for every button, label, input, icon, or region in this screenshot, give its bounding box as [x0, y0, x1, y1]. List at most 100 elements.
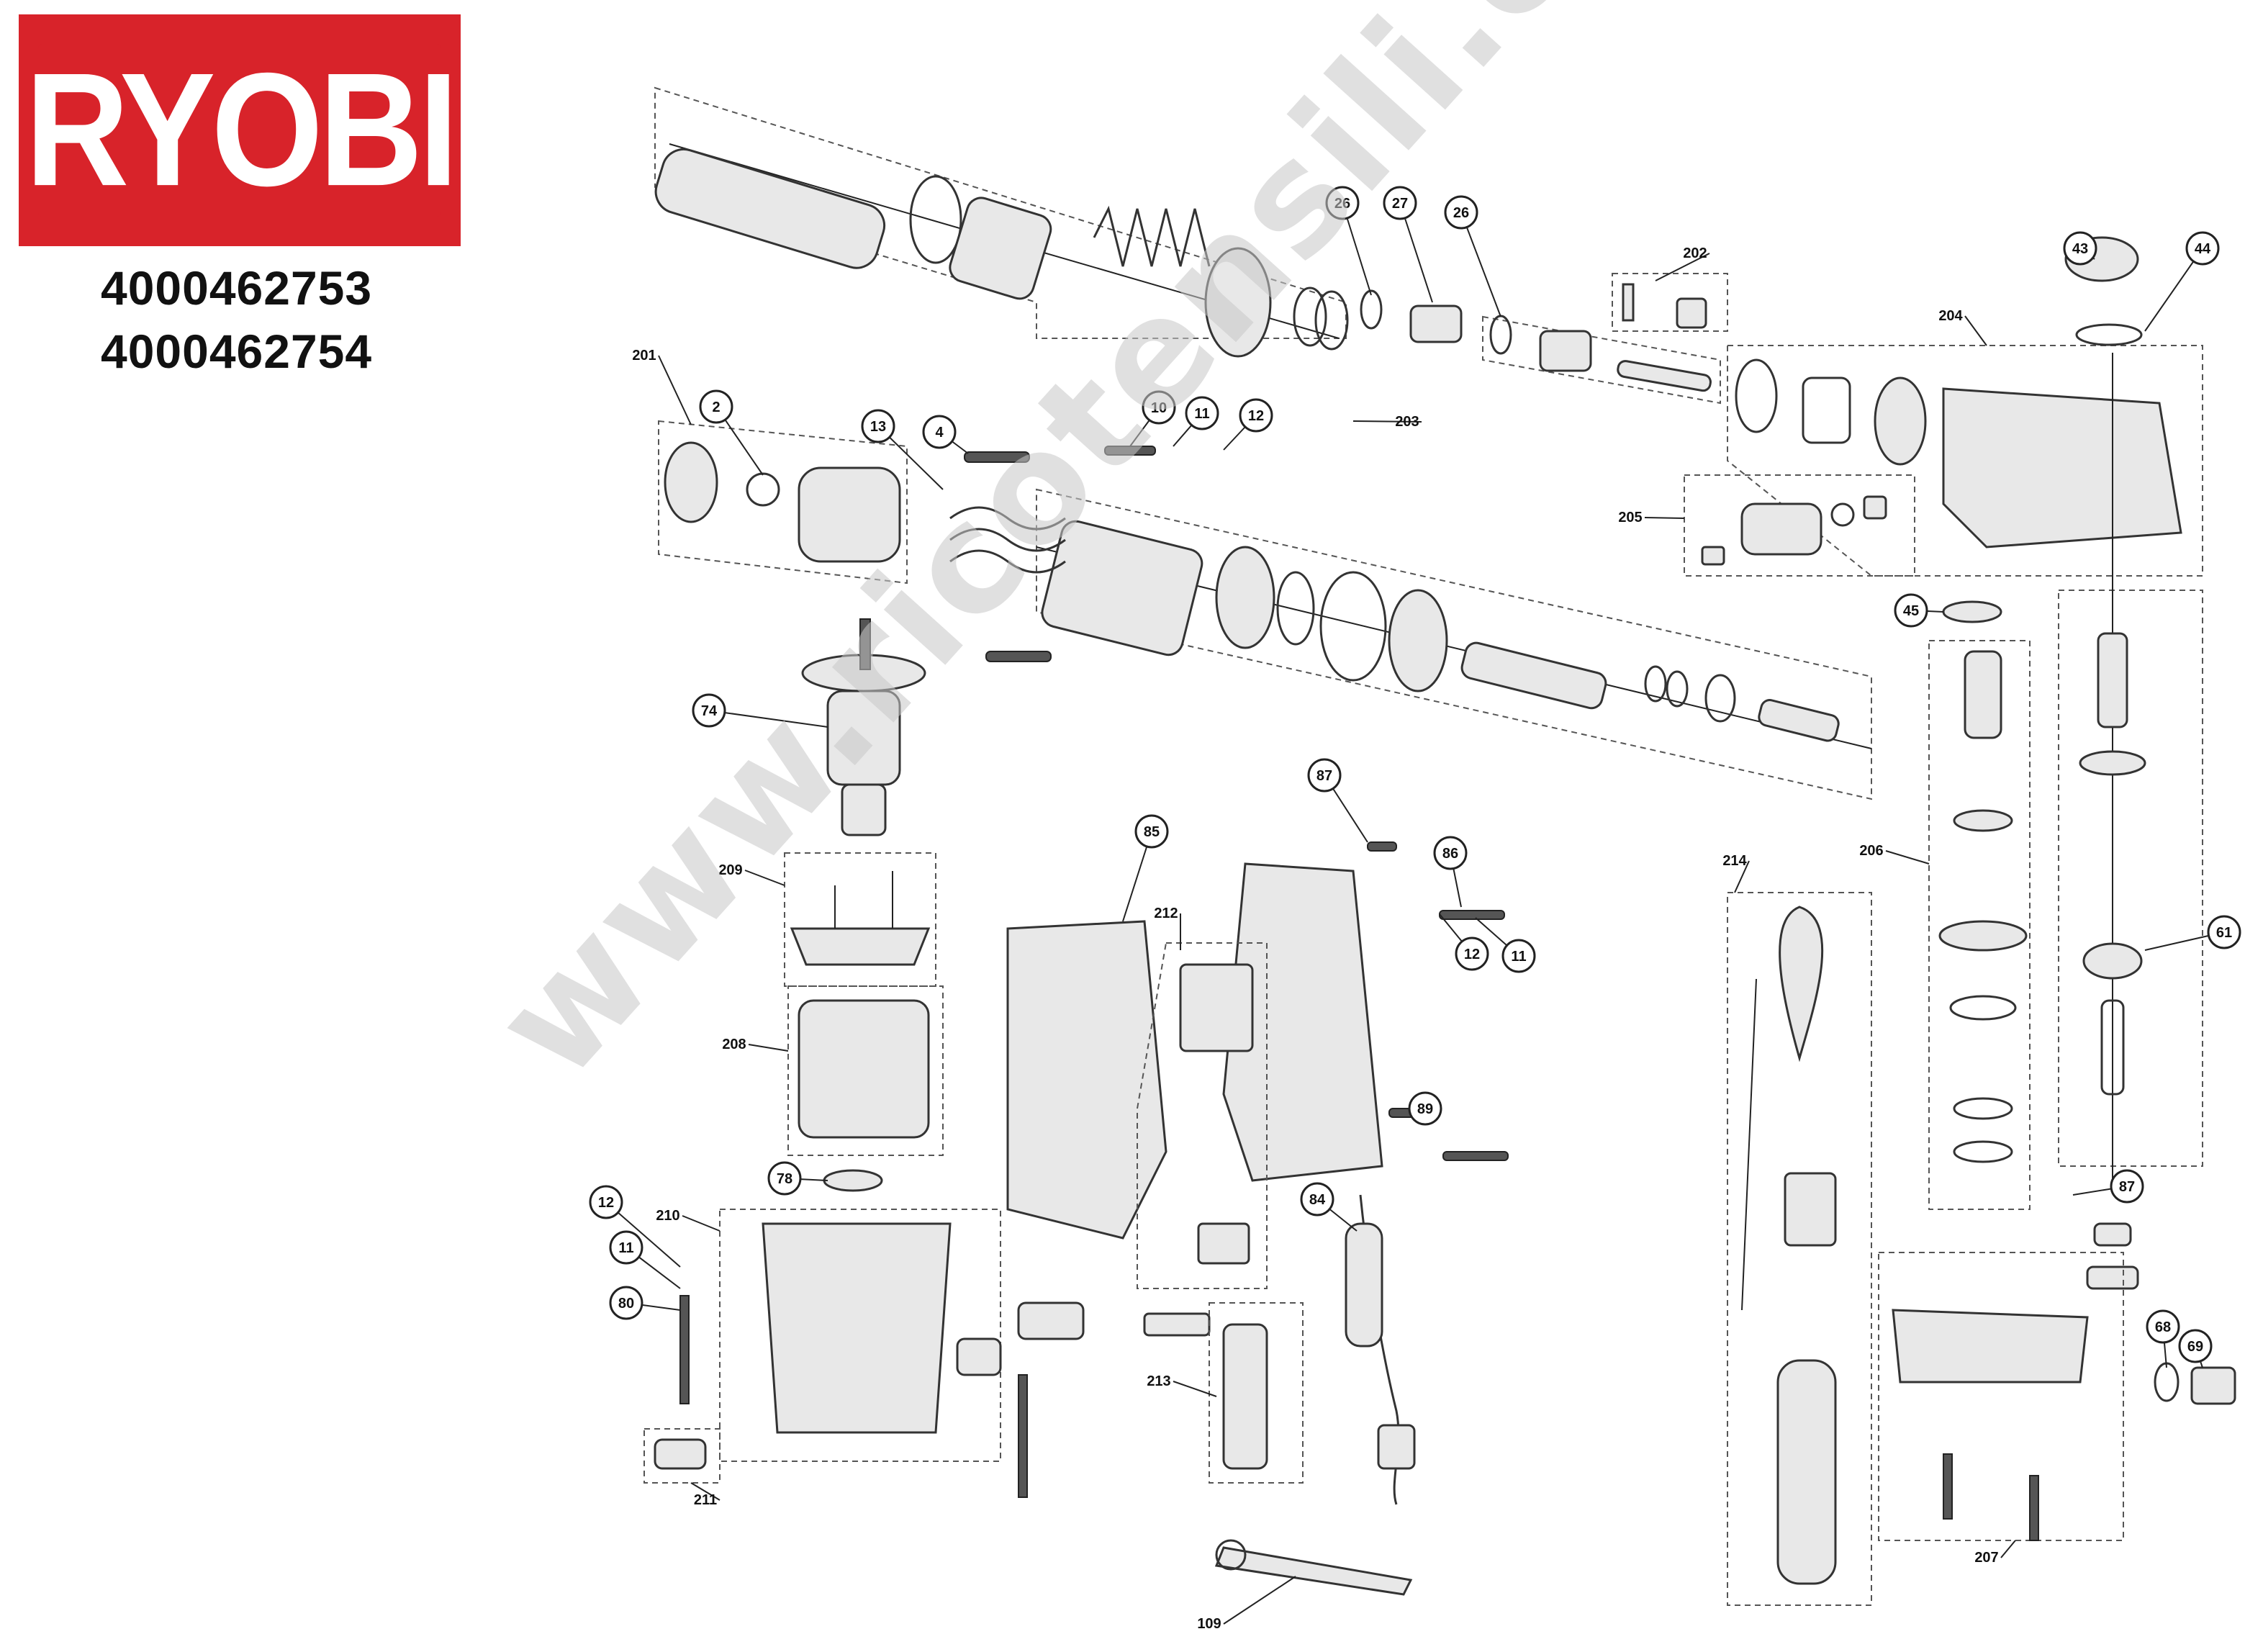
bearing-201	[664, 441, 718, 523]
callout-number: 69	[2187, 1339, 2203, 1355]
group-number: 109	[1197, 1616, 1221, 1632]
stator	[798, 999, 930, 1139]
o-ring-1	[909, 175, 962, 264]
ring-26a	[1360, 289, 1383, 330]
logo-text: RYOBI	[25, 40, 459, 220]
group-label-201: 201	[632, 348, 692, 425]
cylinder-tube	[654, 148, 886, 269]
mode-selector-knob	[1740, 502, 1822, 556]
group-number: 202	[1683, 245, 1707, 261]
sleeve	[949, 197, 1052, 300]
callout-number: 44	[2195, 241, 2211, 257]
callout-number: 87	[1316, 768, 1332, 784]
callout-number: 26	[1334, 196, 1350, 212]
cord-guard	[956, 1337, 1002, 1376]
callout-circle	[1894, 593, 1928, 628]
callout-circle	[1408, 1091, 1442, 1126]
left-handle-85	[1006, 920, 1167, 1240]
knob-spring	[1701, 546, 1725, 566]
group-label-layer: 2012022032042052062072082092102112122132…	[632, 245, 2016, 1632]
callout-number: 12	[598, 1195, 614, 1211]
group-leader	[1734, 860, 1750, 893]
piston	[1539, 330, 1592, 372]
group-label-206: 206	[1859, 843, 1930, 865]
group-label-211: 211	[690, 1482, 721, 1508]
group-leader	[1223, 1576, 1296, 1625]
callout-85: 85	[1122, 814, 1169, 922]
ring	[1319, 571, 1387, 682]
group-208-outline	[787, 985, 944, 1156]
group-leader	[1352, 420, 1422, 423]
model-number-2: 4000462754	[101, 325, 373, 378]
bearing-shaft	[2079, 750, 2146, 776]
callout-circle	[699, 389, 733, 424]
latch-69	[2190, 1366, 2236, 1405]
callout-80: 80	[609, 1286, 681, 1320]
callout-number: 12	[1248, 408, 1264, 424]
plate	[1802, 376, 1851, 444]
callout-43: 43	[2063, 231, 2097, 266]
spring-washer	[1953, 1097, 2013, 1120]
callout-61: 61	[2144, 915, 2241, 951]
plug	[1377, 1424, 1416, 1470]
bevel-gear	[1204, 247, 1272, 358]
group-number: 206	[1859, 843, 1883, 859]
group-number: 208	[722, 1037, 746, 1052]
callout-number: 11	[618, 1240, 633, 1256]
callout-number: 45	[1903, 603, 1919, 619]
callout-circle	[1455, 936, 1489, 971]
strain-relief	[1017, 1301, 1085, 1340]
group-number: 207	[1974, 1550, 1998, 1566]
callout-number: 61	[2216, 925, 2232, 941]
group-201-outline	[658, 420, 908, 584]
group-214-outline	[1727, 892, 1872, 1606]
callout-12b: 12	[1439, 913, 1489, 971]
callout-circle	[1300, 1182, 1334, 1217]
callout-number: 11	[1511, 949, 1526, 965]
callout-12a: 12	[1223, 398, 1273, 451]
callout-number: 12	[1464, 947, 1480, 962]
group-label-212: 212	[1154, 906, 1181, 950]
callout-10: 10	[1129, 390, 1176, 447]
group-leader	[690, 1482, 721, 1501]
cord-protector	[1345, 1222, 1383, 1348]
callout-11c: 11	[609, 1230, 681, 1289]
callout-circle	[2207, 915, 2241, 949]
group-label-109: 109	[1197, 1576, 1296, 1632]
connecting-rod	[1617, 360, 1712, 392]
washer-2	[1314, 290, 1349, 351]
group-207-outline	[1878, 1252, 2124, 1541]
brush-holder	[1197, 1222, 1250, 1265]
screw-207a	[1943, 1453, 1953, 1520]
callout-number: 27	[1392, 196, 1408, 212]
side-handle-214	[1776, 1359, 1837, 1585]
callout-leader	[1460, 212, 1501, 317]
bearing-78	[823, 1169, 883, 1192]
washer-1	[1293, 286, 1327, 347]
callout-45: 45	[1894, 593, 1944, 628]
callout-13: 13	[861, 409, 944, 490]
callout-84: 84	[1300, 1182, 1358, 1232]
group-210-outline	[719, 1209, 1001, 1462]
callout-circle	[861, 409, 895, 443]
commutator	[841, 783, 887, 836]
callout-number: 2	[712, 400, 720, 415]
callout-89: 89	[1408, 1091, 1442, 1126]
spring-13	[949, 506, 1066, 574]
group-leader	[1885, 850, 1930, 865]
callout-number: 11	[1194, 406, 1209, 422]
group-label-213: 213	[1147, 1373, 1217, 1397]
bushing-right	[2093, 1222, 2132, 1247]
callout-circle	[1383, 186, 1417, 220]
callout-circle	[692, 693, 726, 728]
circlip	[1276, 571, 1315, 646]
bearing-45	[1942, 600, 2002, 623]
armature-shaft	[859, 618, 871, 670]
screw-lower	[985, 651, 1052, 662]
callout-circle	[2146, 1309, 2180, 1344]
group-211-outline	[643, 1428, 721, 1484]
callout-number: 86	[1442, 846, 1458, 862]
callout-number: 13	[870, 419, 886, 435]
